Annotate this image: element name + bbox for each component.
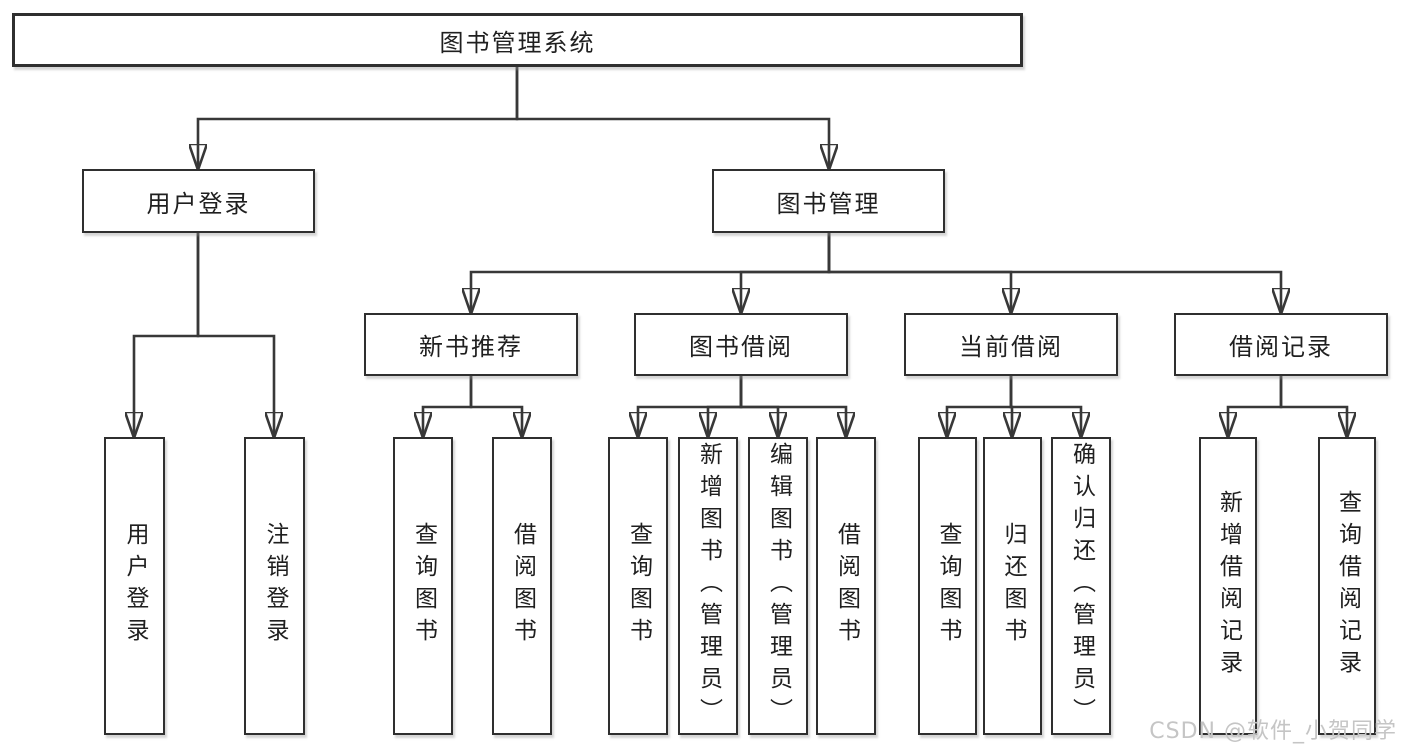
node-label: 借阅图书 — [833, 522, 860, 650]
node-label: 新增图书（管理员） — [695, 442, 722, 730]
node-label: 查询借阅记录 — [1334, 490, 1361, 682]
node-leaf-br-query: 查询借阅记录 — [1318, 437, 1376, 735]
node-leaf-br-add: 新增借阅记录 — [1199, 437, 1257, 735]
node-leaf-nb-borrow: 借阅图书 — [492, 437, 552, 735]
node-label: 用户登录 — [146, 189, 251, 218]
node-user-login: 用户登录 — [82, 169, 315, 233]
node-label: 图书管理系统 — [439, 28, 596, 57]
node-new-book-rec: 新书推荐 — [364, 313, 578, 376]
node-label: 新书推荐 — [419, 333, 523, 361]
node-leaf-cb-confirm: 确认归还（管理员） — [1051, 437, 1111, 735]
node-leaf-cb-return: 归还图书 — [983, 437, 1042, 735]
node-current-borrow: 当前借阅 — [904, 313, 1118, 376]
node-book-borrow: 图书借阅 — [634, 313, 848, 376]
node-leaf-bb-edit: 编辑图书（管理员） — [748, 437, 808, 735]
node-label: 归还图书 — [1000, 522, 1026, 650]
edge-user-login-to-leaf-logout — [196, 233, 274, 437]
node-label: 编辑图书（管理员） — [765, 442, 792, 730]
node-label: 查询图书 — [625, 522, 652, 650]
node-leaf-user-login: 用户登录 — [104, 437, 165, 735]
edge-root-to-book-mgmt — [515, 67, 829, 169]
node-label: 借阅图书 — [509, 522, 536, 650]
edge-current-borrow-to-leaf-cb-confirm — [1009, 376, 1081, 437]
edge-new-book-rec-to-leaf-nb-borrow — [469, 376, 522, 437]
node-leaf-bb-borrow: 借阅图书 — [816, 437, 876, 735]
node-label: 借阅记录 — [1229, 333, 1333, 361]
edge-borrow-records-to-leaf-br-query — [1279, 376, 1347, 437]
watermark: CSDN @软件_小贺同学 — [1149, 719, 1397, 744]
edge-book-borrow-to-leaf-bb-borrow — [739, 376, 846, 437]
node-root: 图书管理系统 — [12, 13, 1023, 67]
edge-book-mgmt-to-borrow-records — [827, 233, 1281, 313]
node-label: 查询图书 — [410, 522, 437, 650]
node-label: 图书借阅 — [689, 333, 793, 361]
node-leaf-logout: 注销登录 — [244, 437, 305, 735]
node-label: 当前借阅 — [959, 333, 1063, 361]
node-leaf-nb-query: 查询图书 — [393, 437, 453, 735]
node-label: 注销登录 — [262, 522, 288, 650]
node-leaf-bb-query: 查询图书 — [608, 437, 668, 735]
node-label: 图书管理 — [776, 189, 881, 218]
node-label: 查询图书 — [935, 522, 961, 650]
node-leaf-bb-add: 新增图书（管理员） — [678, 437, 738, 735]
node-label: 用户登录 — [122, 522, 148, 650]
node-book-mgmt: 图书管理 — [712, 169, 945, 233]
node-label: 确认归还（管理员） — [1068, 442, 1095, 730]
node-leaf-cb-query: 查询图书 — [918, 437, 977, 735]
node-borrow-records: 借阅记录 — [1174, 313, 1388, 376]
node-label: 新增借阅记录 — [1215, 490, 1242, 682]
